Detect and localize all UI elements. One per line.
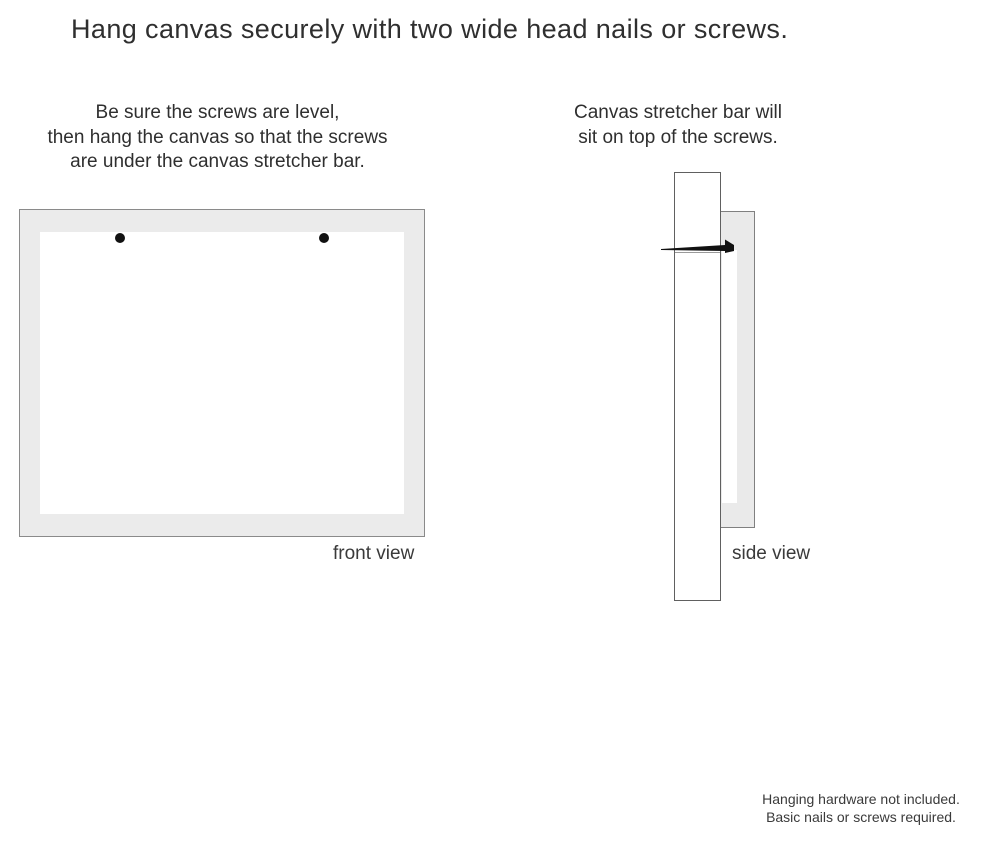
screw-dot-icon <box>319 233 329 243</box>
front-view-label: front view <box>333 543 415 564</box>
screw-dot-icon <box>115 233 125 243</box>
page-title: Hang canvas securely with two wide head … <box>71 14 789 44</box>
side-view-label: side view <box>732 543 811 564</box>
stretcher-bar-seam-line <box>675 252 720 253</box>
side-view-canvas-face <box>722 250 737 503</box>
front-view-canvas-frame <box>19 209 425 537</box>
side-instruction-line: sit on top of the screws. <box>578 126 778 148</box>
front-view-instructions: Be sure the screws are level, then hang … <box>5 101 430 175</box>
front-view-canvas-face <box>40 232 404 514</box>
footnote-line: Hanging hardware not included. <box>762 791 960 807</box>
side-view-instructions: Canvas stretcher bar will sit on top of … <box>558 101 798 150</box>
front-instruction-line: Be sure the screws are level, <box>95 102 340 123</box>
side-view-stretcher-bar <box>674 172 721 601</box>
nail-icon <box>661 239 734 253</box>
front-instruction-line: then hang the canvas so that the screws <box>47 126 388 148</box>
hardware-footnote: Hanging hardware not included. Basic nai… <box>738 791 984 826</box>
side-view-canvas-profile <box>720 211 755 528</box>
footnote-line: Basic nails or screws required. <box>766 808 956 825</box>
front-instruction-line: are under the canvas stretcher bar. <box>70 151 365 172</box>
side-instruction-line: Canvas stretcher bar will <box>573 102 783 123</box>
